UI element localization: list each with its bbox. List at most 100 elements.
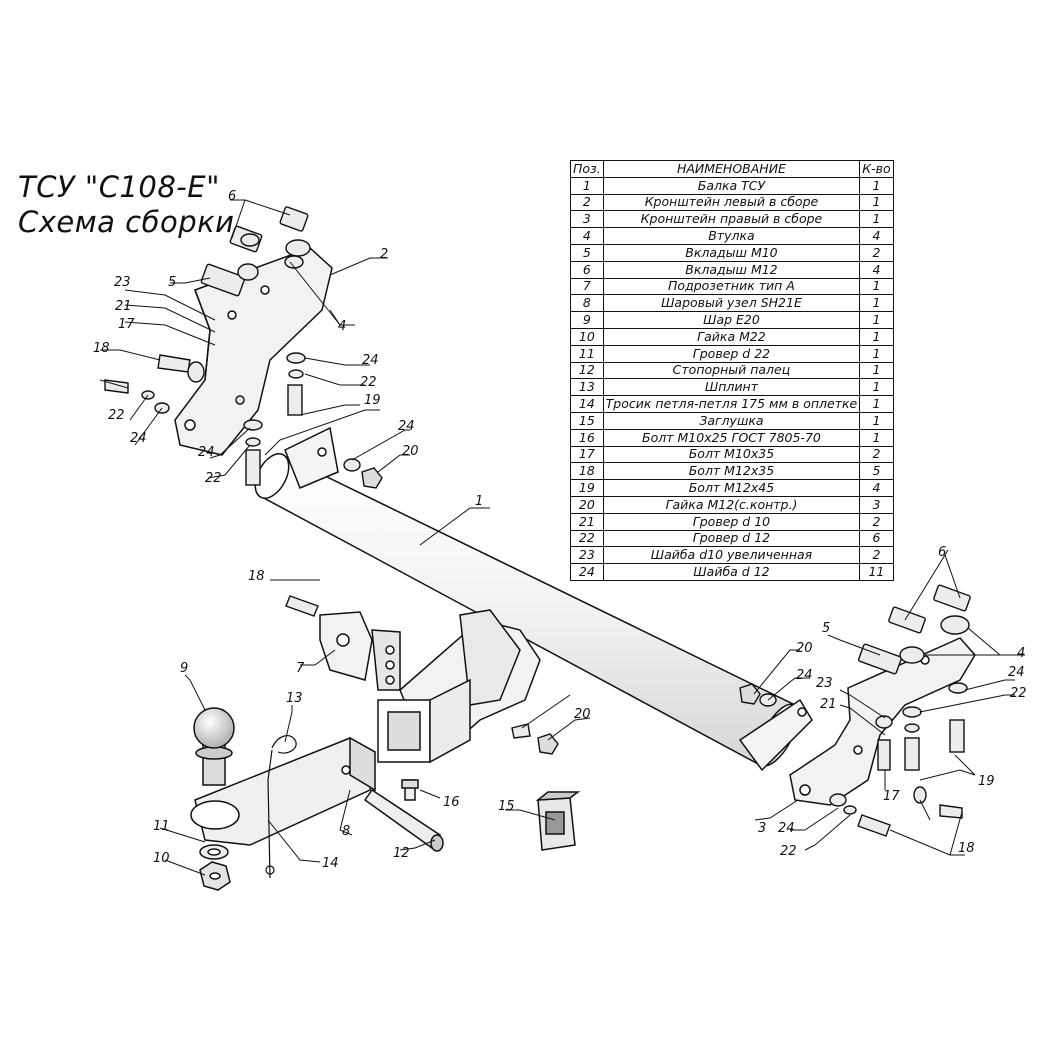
leader-lines [99,199,1025,876]
cotter-pin-part-13 [265,734,297,879]
header-name: НАИМЕНОВАНИЕ [602,160,861,178]
row-pos: 4 [570,227,604,245]
callout-label: 23 [114,275,131,290]
lock-washer-part-11 [199,844,229,860]
callout-label: 19 [978,774,995,789]
row-pos: 8 [570,294,604,313]
callout-label: 8 [342,824,350,839]
row-qty: 4 [859,479,894,497]
row-name: Кронштейн правый в сборе [602,210,861,229]
row-pos: 16 [570,428,604,447]
callout-label: 24 [130,431,147,446]
row-pos: 13 [570,378,604,397]
callout-label: 10 [153,851,170,866]
ball-mount-part-8 [190,736,376,846]
row-pos: 9 [570,311,604,329]
row-pos: 2 [570,193,604,212]
callout-label: 18 [93,341,110,356]
row-name: Подрозетник тип А [602,277,861,296]
callout-label: 24 [398,419,415,434]
row-pos: 24 [570,563,604,581]
row-pos: 5 [570,243,604,262]
receiver-bracket [377,609,541,764]
callout-label: 14 [322,856,339,871]
callout-label: 9 [180,661,188,676]
row-pos: 12 [570,361,604,380]
row-name: Стопорный палец [602,361,861,380]
drawing-subtitle: Схема сборки [18,205,235,239]
callout-label: 5 [822,621,830,636]
row-name: Болт М10х35 [602,445,861,464]
row-qty: 5 [859,462,894,481]
callout-label: 4 [338,319,346,334]
callout-label: 13 [286,691,303,706]
ball-part-9 [193,707,235,786]
row-name: Тросик петля-петля 175 мм в оплетке [602,395,861,413]
row-pos: 15 [570,411,604,430]
callout-label: 24 [1008,665,1025,680]
header-qty: К-во [859,160,894,178]
row-name: Вкладыш М12 [602,260,861,279]
row-qty: 1 [859,277,894,296]
row-name: Шайба d 12 [602,563,861,581]
callout-label: 23 [816,676,833,691]
row-qty: 1 [859,344,894,363]
parts-table-header-row: Поз. НАИМЕНОВАНИЕ К-во [570,160,894,178]
callout-label: 3 [758,821,766,836]
row-name: Шаровый узел SH21E [602,294,861,313]
callout-label: 20 [402,444,419,459]
row-pos: 6 [570,260,604,279]
row-name: Болт М12х45 [602,479,861,497]
fasteners-right [511,584,971,837]
callout-label: 4 [1017,646,1025,661]
callout-label: 22 [205,471,222,486]
row-name: Втулка [602,227,861,245]
callout-label: 17 [883,789,900,804]
callout-label: 18 [958,841,975,856]
callout-label: 24 [796,668,813,683]
callout-label: 5 [168,275,176,290]
callout-label: 16 [443,795,460,810]
row-pos: 10 [570,327,604,346]
row-qty: 11 [859,563,894,581]
row-name: Гайка М12(с.контр.) [602,495,861,514]
row-pos: 1 [570,176,604,195]
row-qty: 1 [859,411,894,430]
row-qty: 1 [859,294,894,313]
row-pos: 18 [570,462,604,481]
callout-label: 24 [362,353,379,368]
row-qty: 6 [859,529,894,548]
pin-part-12 [363,788,444,852]
callout-label: 6 [228,189,236,204]
callout-label: 24 [198,445,215,460]
row-pos: 17 [570,445,604,464]
row-qty: 1 [859,428,894,447]
row-qty: 1 [859,395,894,413]
callout-label: 18 [248,569,265,584]
row-qty: 4 [859,260,894,279]
callout-label: 22 [780,844,797,859]
row-name: Шайба d10 увеличенная [602,546,861,565]
callout-label: 11 [153,819,170,834]
row-name: Шплинт [602,378,861,397]
row-pos: 7 [570,277,604,296]
row-name: Балка ТСУ [602,176,861,195]
callout-label: 19 [364,393,381,408]
nut-part-10 [199,861,231,891]
row-qty: 2 [859,512,894,531]
